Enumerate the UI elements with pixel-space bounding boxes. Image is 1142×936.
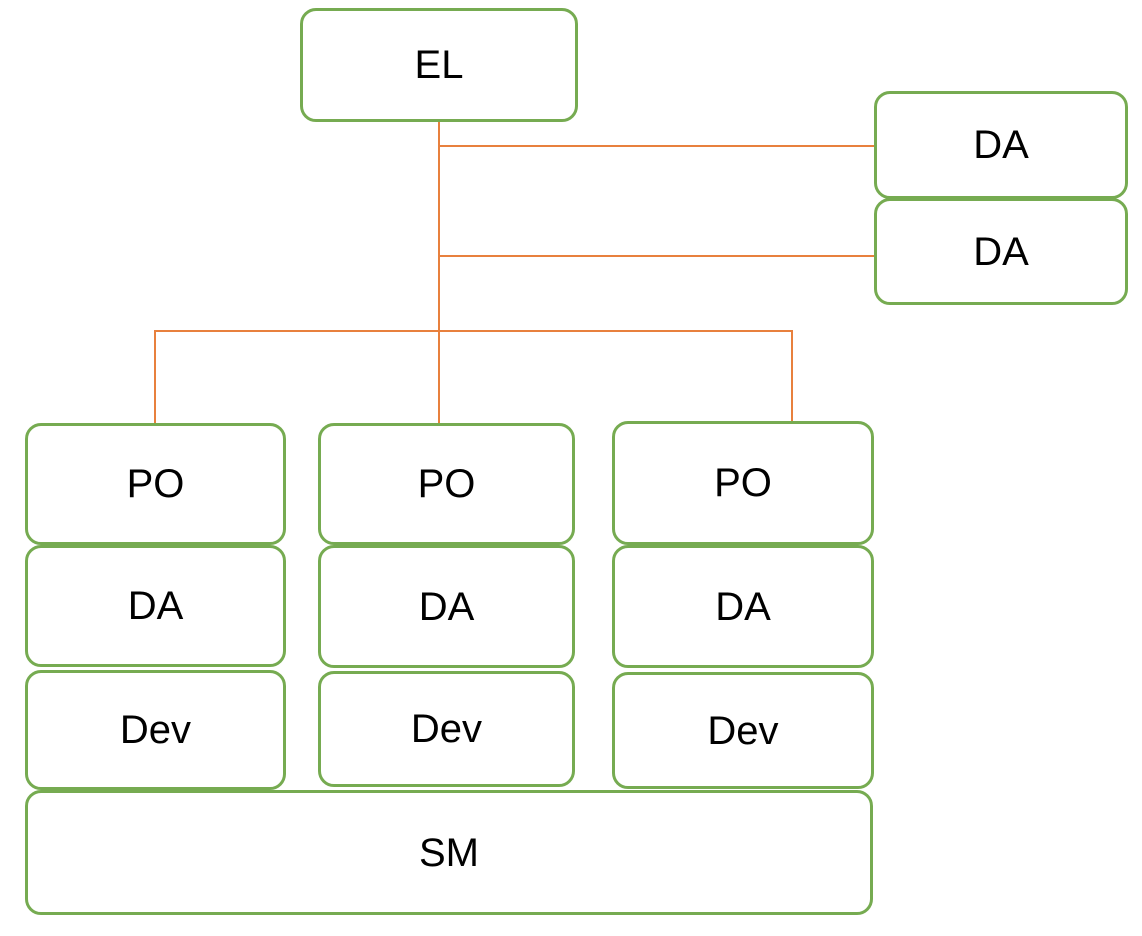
node-sm: SM	[25, 790, 873, 915]
connector-el-trunk	[438, 121, 440, 423]
node-da-col3: DA	[612, 545, 874, 668]
connector-drop-to-col3	[791, 330, 793, 422]
node-dev-col3: Dev	[612, 672, 874, 789]
node-po-col2: PO	[318, 423, 575, 545]
connector-el-to-da-1	[438, 145, 875, 147]
node-el: EL	[300, 8, 578, 122]
node-po-col3: PO	[612, 421, 874, 545]
connector-drop-to-col1	[154, 330, 156, 423]
connector-branch-bar	[154, 330, 793, 332]
node-da-col1: DA	[25, 545, 286, 667]
node-da-right-2: DA	[874, 198, 1128, 305]
node-dev-col2: Dev	[318, 671, 575, 787]
node-po-col1: PO	[25, 423, 286, 545]
node-da-col2: DA	[318, 545, 575, 668]
node-da-right-1: DA	[874, 91, 1128, 199]
node-dev-col1: Dev	[25, 670, 286, 790]
connector-el-to-da-2	[438, 255, 875, 257]
